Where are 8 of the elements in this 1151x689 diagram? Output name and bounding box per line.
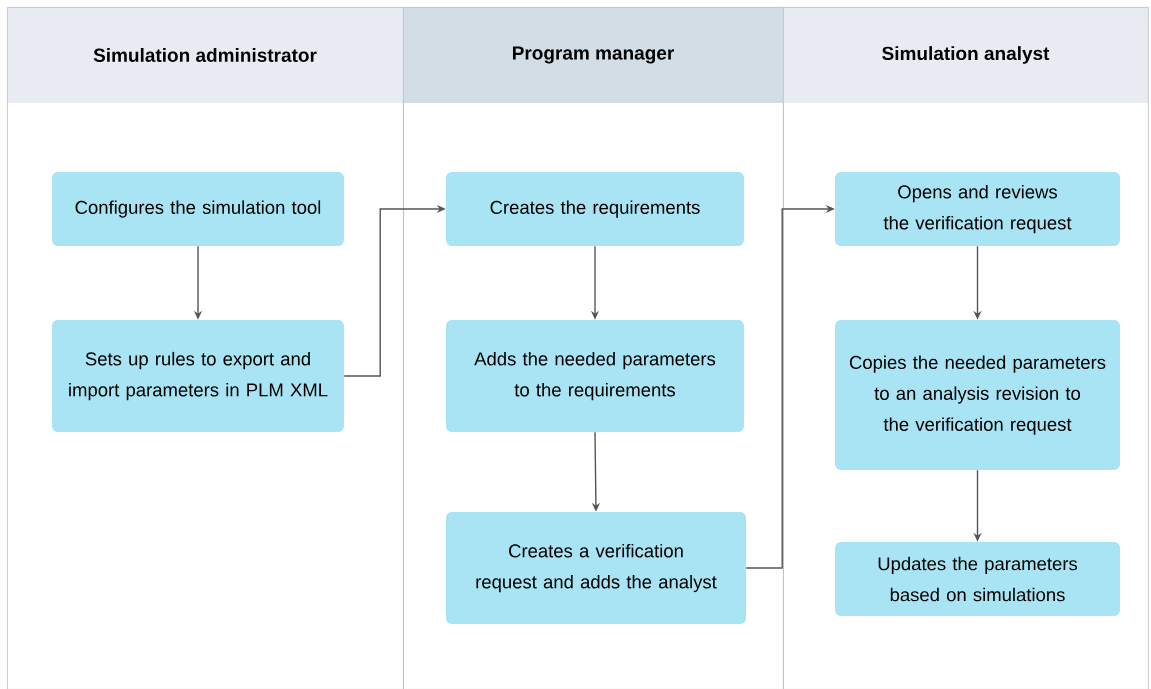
process-box: Copies the needed parameters to an analysis revision to the verification request [835,320,1120,470]
process-box: Updates the parameters based on simulations [835,542,1120,616]
process-box: Configures the simulation tool [52,172,344,246]
process-box: Opens and reviews the verification request [835,172,1120,246]
process-box: Creates the requirements [446,172,744,246]
process-box: Sets up rules to export and import parameters in PLM XML [52,320,344,432]
process-box: Adds the needed parameters to the requirements [446,320,744,432]
process-box: Creates a verification request and adds the analyst [446,512,746,624]
